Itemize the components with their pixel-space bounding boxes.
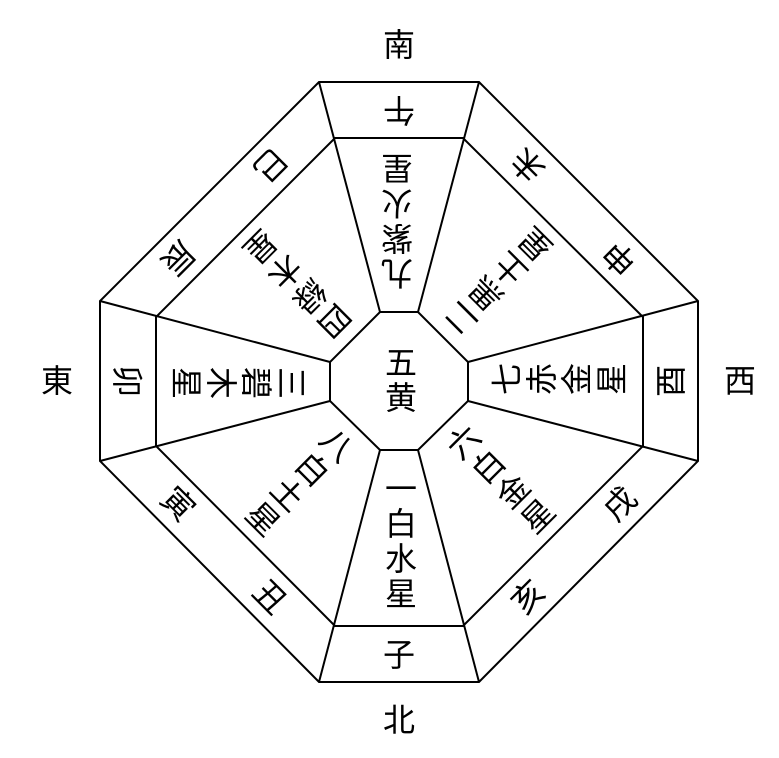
branch-west: 酉 — [652, 365, 690, 397]
center-star: 五黄 — [380, 346, 418, 416]
star-northwest: 六白金星 — [437, 418, 563, 544]
direction-south: 南 — [383, 26, 415, 64]
sector-dividers — [99, 81, 699, 683]
branch-north: 子 — [383, 636, 415, 674]
star-east: 三碧木星 — [168, 362, 308, 400]
direction-north: 北 — [383, 701, 415, 739]
star-west: 七赤金星 — [490, 362, 630, 400]
star-north: 一白水星 — [380, 472, 418, 612]
direction-east: 東 — [41, 362, 73, 400]
star-northeast: 八白土星 — [235, 418, 361, 544]
branch-east: 卯 — [108, 365, 146, 397]
star-southwest: 二黒土星 — [437, 219, 563, 345]
inner-ring-octagon — [155, 137, 644, 627]
direction-west: 西 — [724, 362, 756, 400]
star-south: 九紫火星 — [380, 150, 418, 290]
star-southeast: 四緑木星 — [235, 219, 361, 345]
branch-south: 午 — [383, 91, 415, 129]
